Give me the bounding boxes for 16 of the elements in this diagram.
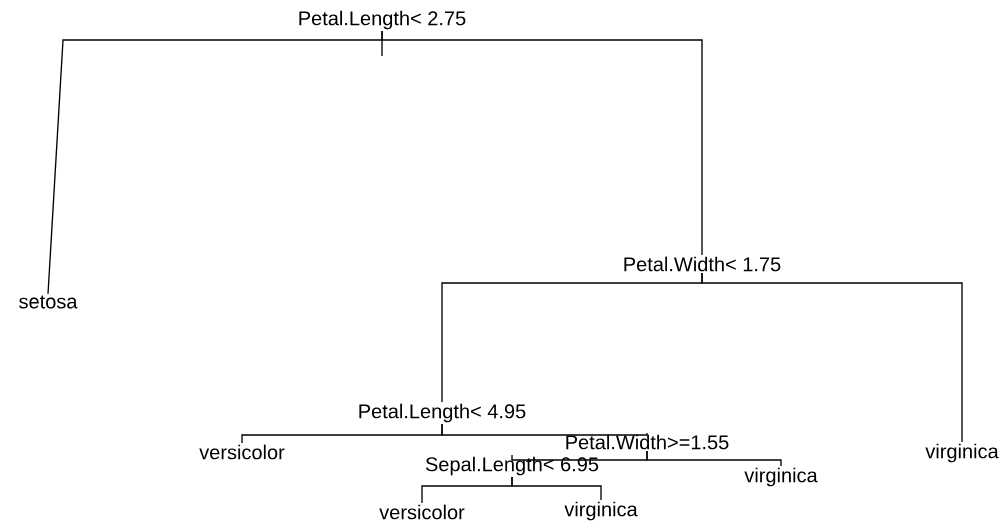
tree-branch (511, 476, 602, 501)
split-label: Petal.Width< 1.75 (621, 255, 783, 273)
leaf-label: virginica (563, 500, 639, 522)
tree-branch (381, 30, 703, 256)
tree-branch (646, 450, 782, 467)
leaf-label: versicolor (197, 443, 287, 461)
split-label: Petal.Length< 4.95 (356, 402, 528, 424)
split-label: Petal.Width>=1.55 (563, 433, 731, 451)
leaf-label: setosa (17, 294, 79, 310)
tree-branch (441, 423, 648, 436)
split-label: Sepal.Length< 6.95 (423, 455, 601, 477)
leaf-label: versicolor (377, 503, 467, 521)
split-label: Petal.Length< 2.75 (296, 9, 468, 31)
tree-branch (701, 272, 963, 443)
leaf-label: virginica (743, 466, 819, 488)
leaf-label: virginica (924, 442, 1000, 464)
